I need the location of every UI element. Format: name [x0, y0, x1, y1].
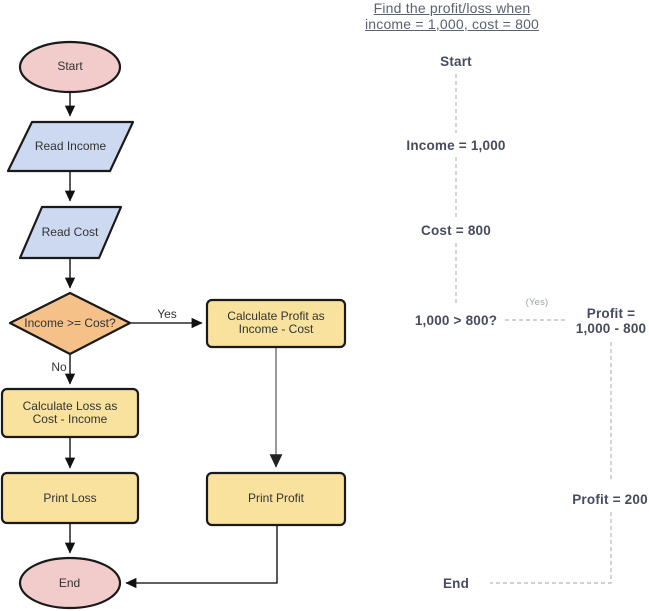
end-node — [18, 556, 122, 610]
trace-step-end: End — [442, 576, 470, 591]
calc-profit-node — [205, 298, 347, 349]
trace-step-cost: Cost = 800 — [421, 223, 491, 238]
trace-step-income: Income = 1,000 — [406, 138, 506, 153]
trace-title: Find the profit/loss when income = 1,000… — [364, 0, 540, 32]
read-income-node — [6, 120, 135, 173]
trace-dash-value-to-end — [490, 512, 612, 584]
print-loss-node — [0, 471, 140, 525]
start-node — [18, 40, 122, 94]
calc-loss-node — [0, 387, 140, 439]
no-branch-label: No — [51, 360, 67, 374]
decision-node — [8, 291, 132, 356]
edge-print-profit-to-end — [125, 525, 278, 589]
trace-step-start: Start — [440, 54, 472, 69]
trace-branch-note: (Yes) — [525, 297, 549, 308]
read-cost-node — [18, 205, 123, 260]
yes-branch-label: Yes — [157, 307, 177, 321]
trace-step-decision: 1,000 > 800? — [414, 313, 498, 328]
trace-step-profit-value: Profit = 200 — [572, 492, 648, 507]
trace-step-profit-formula: Profit = 1,000 - 800 — [575, 306, 647, 336]
print-profit-node — [205, 471, 347, 527]
